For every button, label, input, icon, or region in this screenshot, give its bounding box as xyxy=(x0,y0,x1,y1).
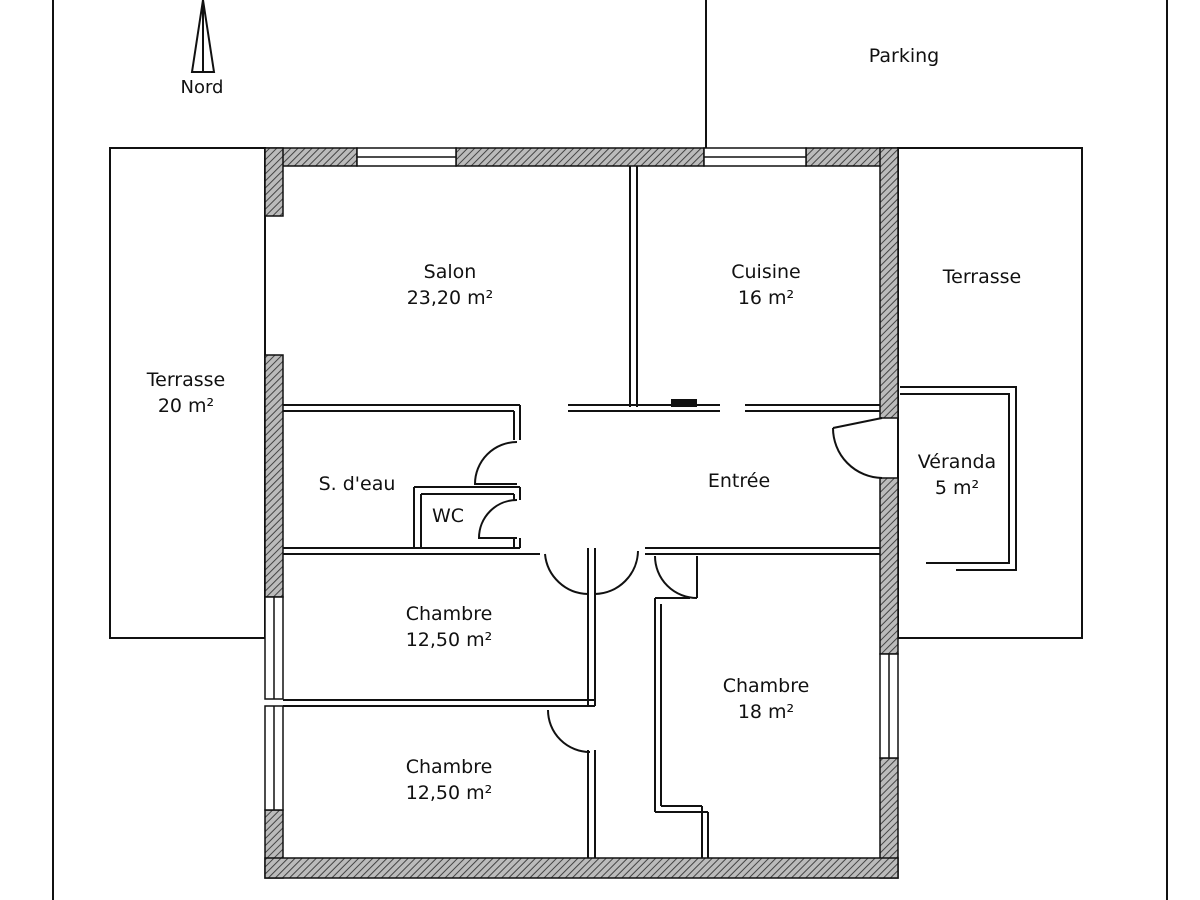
chambre-2-area: 12,50 m² xyxy=(406,782,493,804)
north-arrow-icon xyxy=(190,0,216,73)
salon-area: 23,20 m² xyxy=(407,287,494,309)
chambre-1-label: Chambre xyxy=(406,603,493,625)
door-swings xyxy=(473,417,883,753)
terrasse-west-outline xyxy=(109,147,266,639)
veranda-label: Véranda xyxy=(918,451,996,473)
parking-label: Parking xyxy=(869,45,939,67)
salle-eau-label: S. d'eau xyxy=(319,473,396,495)
exterior-walls xyxy=(264,147,899,879)
chambre-1-area: 12,50 m² xyxy=(406,629,493,651)
chambre-3-label: Chambre xyxy=(723,675,810,697)
terrasse-east-label: Terrasse xyxy=(942,266,1022,288)
entree-label: Entrée xyxy=(708,470,770,492)
wc-label: WC xyxy=(432,505,464,527)
terrasse-west-area: 20 m² xyxy=(158,395,214,417)
compass-label: Nord xyxy=(181,77,224,98)
cuisine-area: 16 m² xyxy=(738,287,794,309)
chambre-3-area: 18 m² xyxy=(738,701,794,723)
windows xyxy=(264,147,899,811)
terrasse-west-label: Terrasse xyxy=(146,369,226,391)
interior-walls xyxy=(283,166,880,858)
salon-label: Salon xyxy=(424,261,477,283)
cuisine-label: Cuisine xyxy=(731,261,801,283)
lot-boundary xyxy=(52,0,1168,900)
chambre-2-label: Chambre xyxy=(406,756,493,778)
veranda-area: 5 m² xyxy=(935,477,979,499)
veranda-outline xyxy=(900,386,1017,571)
